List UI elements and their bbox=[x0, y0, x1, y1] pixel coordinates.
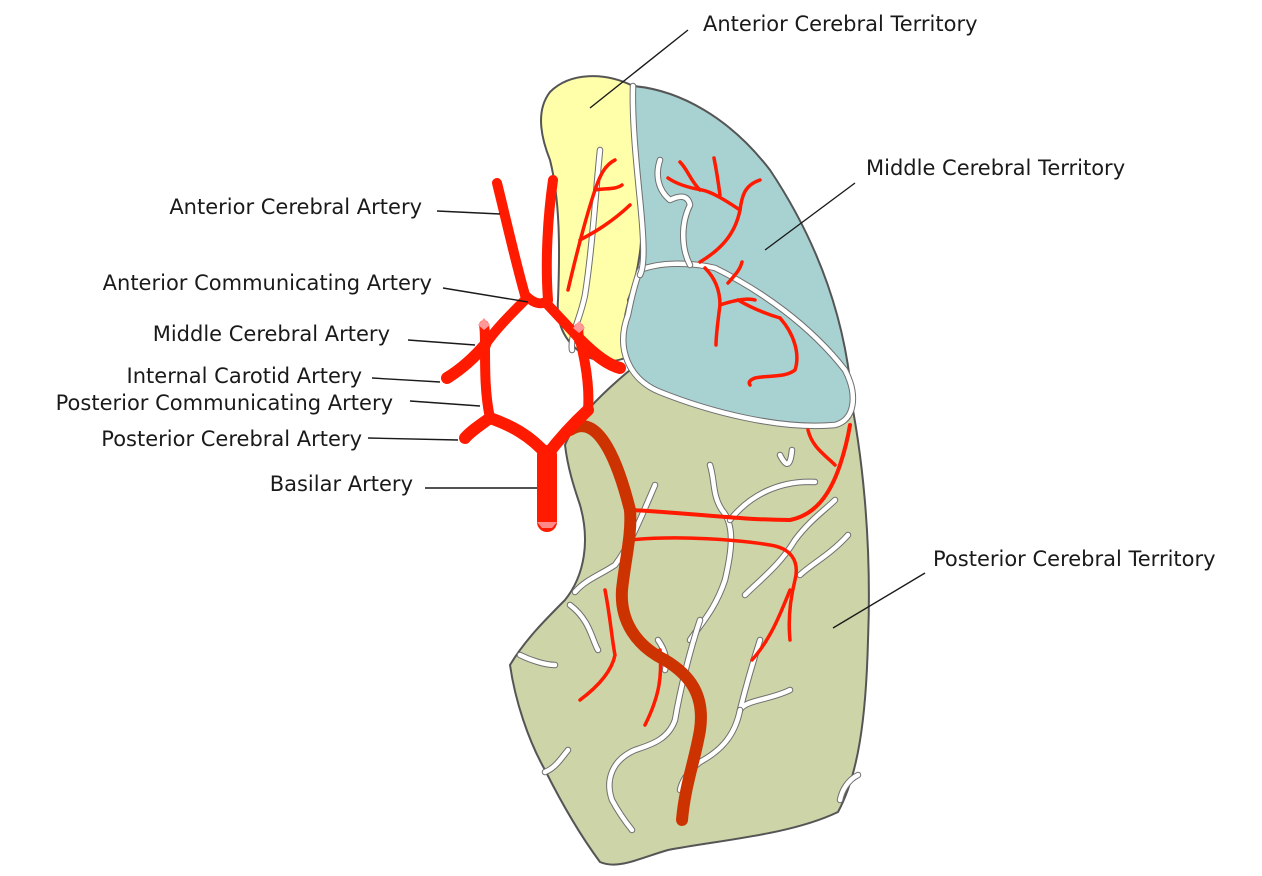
posterior-cerebral-artery-left bbox=[465, 418, 547, 455]
leader-middle-cerebral-artery bbox=[408, 340, 475, 345]
label-middle-cerebral-territory: Middle Cerebral Territory bbox=[866, 156, 1125, 180]
label-middle-cerebral-artery: Middle Cerebral Artery bbox=[153, 322, 390, 346]
anterior-cerebral-artery-right bbox=[547, 180, 553, 300]
brain-hemisphere bbox=[510, 76, 869, 864]
posterior-communicating-artery-right bbox=[580, 340, 588, 410]
label-anterior-cerebral-territory: Anterior Cerebral Territory bbox=[703, 12, 978, 36]
internal-carotid-artery-left bbox=[447, 345, 485, 378]
leader-anterior-cerebral-artery bbox=[437, 211, 500, 214]
label-anterior-cerebral-artery: Anterior Cerebral Artery bbox=[169, 195, 422, 219]
label-internal-carotid-artery: Internal Carotid Artery bbox=[127, 364, 362, 388]
label-posterior-cerebral-artery: Posterior Cerebral Artery bbox=[101, 427, 362, 451]
leader-anterior-communicating-artery bbox=[443, 288, 528, 302]
label-posterior-communicating-artery: Posterior Communicating Artery bbox=[56, 391, 393, 415]
label-basilar-artery: Basilar Artery bbox=[270, 472, 413, 496]
label-anterior-communicating-artery: Anterior Communicating Artery bbox=[103, 271, 432, 295]
anterior-cerebral-artery-left bbox=[497, 183, 525, 295]
middle-cerebral-territory-region bbox=[624, 86, 855, 426]
label-posterior-cerebral-territory: Posterior Cerebral Territory bbox=[933, 547, 1216, 571]
leader-posterior-cerebral-artery bbox=[368, 438, 458, 440]
middle-cerebral-artery-left bbox=[485, 300, 525, 345]
posterior-communicating-artery-left bbox=[485, 345, 490, 418]
leader-internal-carotid-artery bbox=[372, 378, 440, 382]
leader-posterior-communicating-artery bbox=[410, 401, 480, 406]
